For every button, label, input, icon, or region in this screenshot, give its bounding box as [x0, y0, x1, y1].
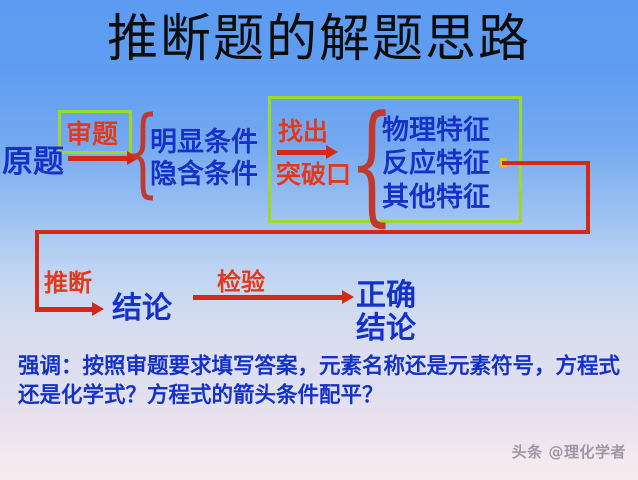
label-review-question: 审题 [66, 120, 119, 150]
label-infer: 推断 [44, 269, 92, 297]
arrow-review-icon [68, 151, 139, 165]
loop-segment-right-icon [586, 161, 590, 234]
label-correct-line2: 结论 [356, 311, 416, 346]
loop-arrow-to-conclusion-icon [35, 302, 104, 316]
loop-segment-left-icon [35, 230, 39, 311]
label-other-feature: 其他特征 [382, 182, 490, 213]
label-verify: 检验 [217, 268, 265, 296]
label-breakthrough-point: 突破口 [276, 160, 352, 189]
highlight-box-analysis [268, 96, 522, 223]
arrow-breakthrough-icon [277, 145, 338, 159]
left-brace-icon: { [126, 96, 160, 208]
loop-segment-top-icon [502, 161, 590, 165]
label-physical-feature: 物理特征 [382, 115, 490, 146]
label-original-problem: 原题 [2, 144, 64, 180]
highlight-box-review [58, 110, 132, 154]
page-title: 推断题的解题思路 [106, 10, 531, 69]
right-brace-icon: { [349, 87, 395, 239]
loop-segment-bottom-icon [35, 230, 590, 234]
label-explicit-condition: 明显条件 [150, 127, 258, 158]
watermark: 头条 @理化学者 [511, 443, 626, 461]
arrow-verify-icon [193, 290, 354, 304]
label-implicit-condition: 隐含条件 [150, 159, 258, 190]
label-conclusion: 结论 [112, 291, 172, 326]
label-reaction-feature: 反应特征 [382, 148, 490, 179]
label-correct-line1: 正确 [356, 278, 416, 313]
emphasis-note: 强调：按照审题要求填写答案，元素名称还是元素符号，方程式还是化学式？方程式的箭头… [18, 354, 621, 408]
label-find-out: 找出 [278, 117, 329, 146]
